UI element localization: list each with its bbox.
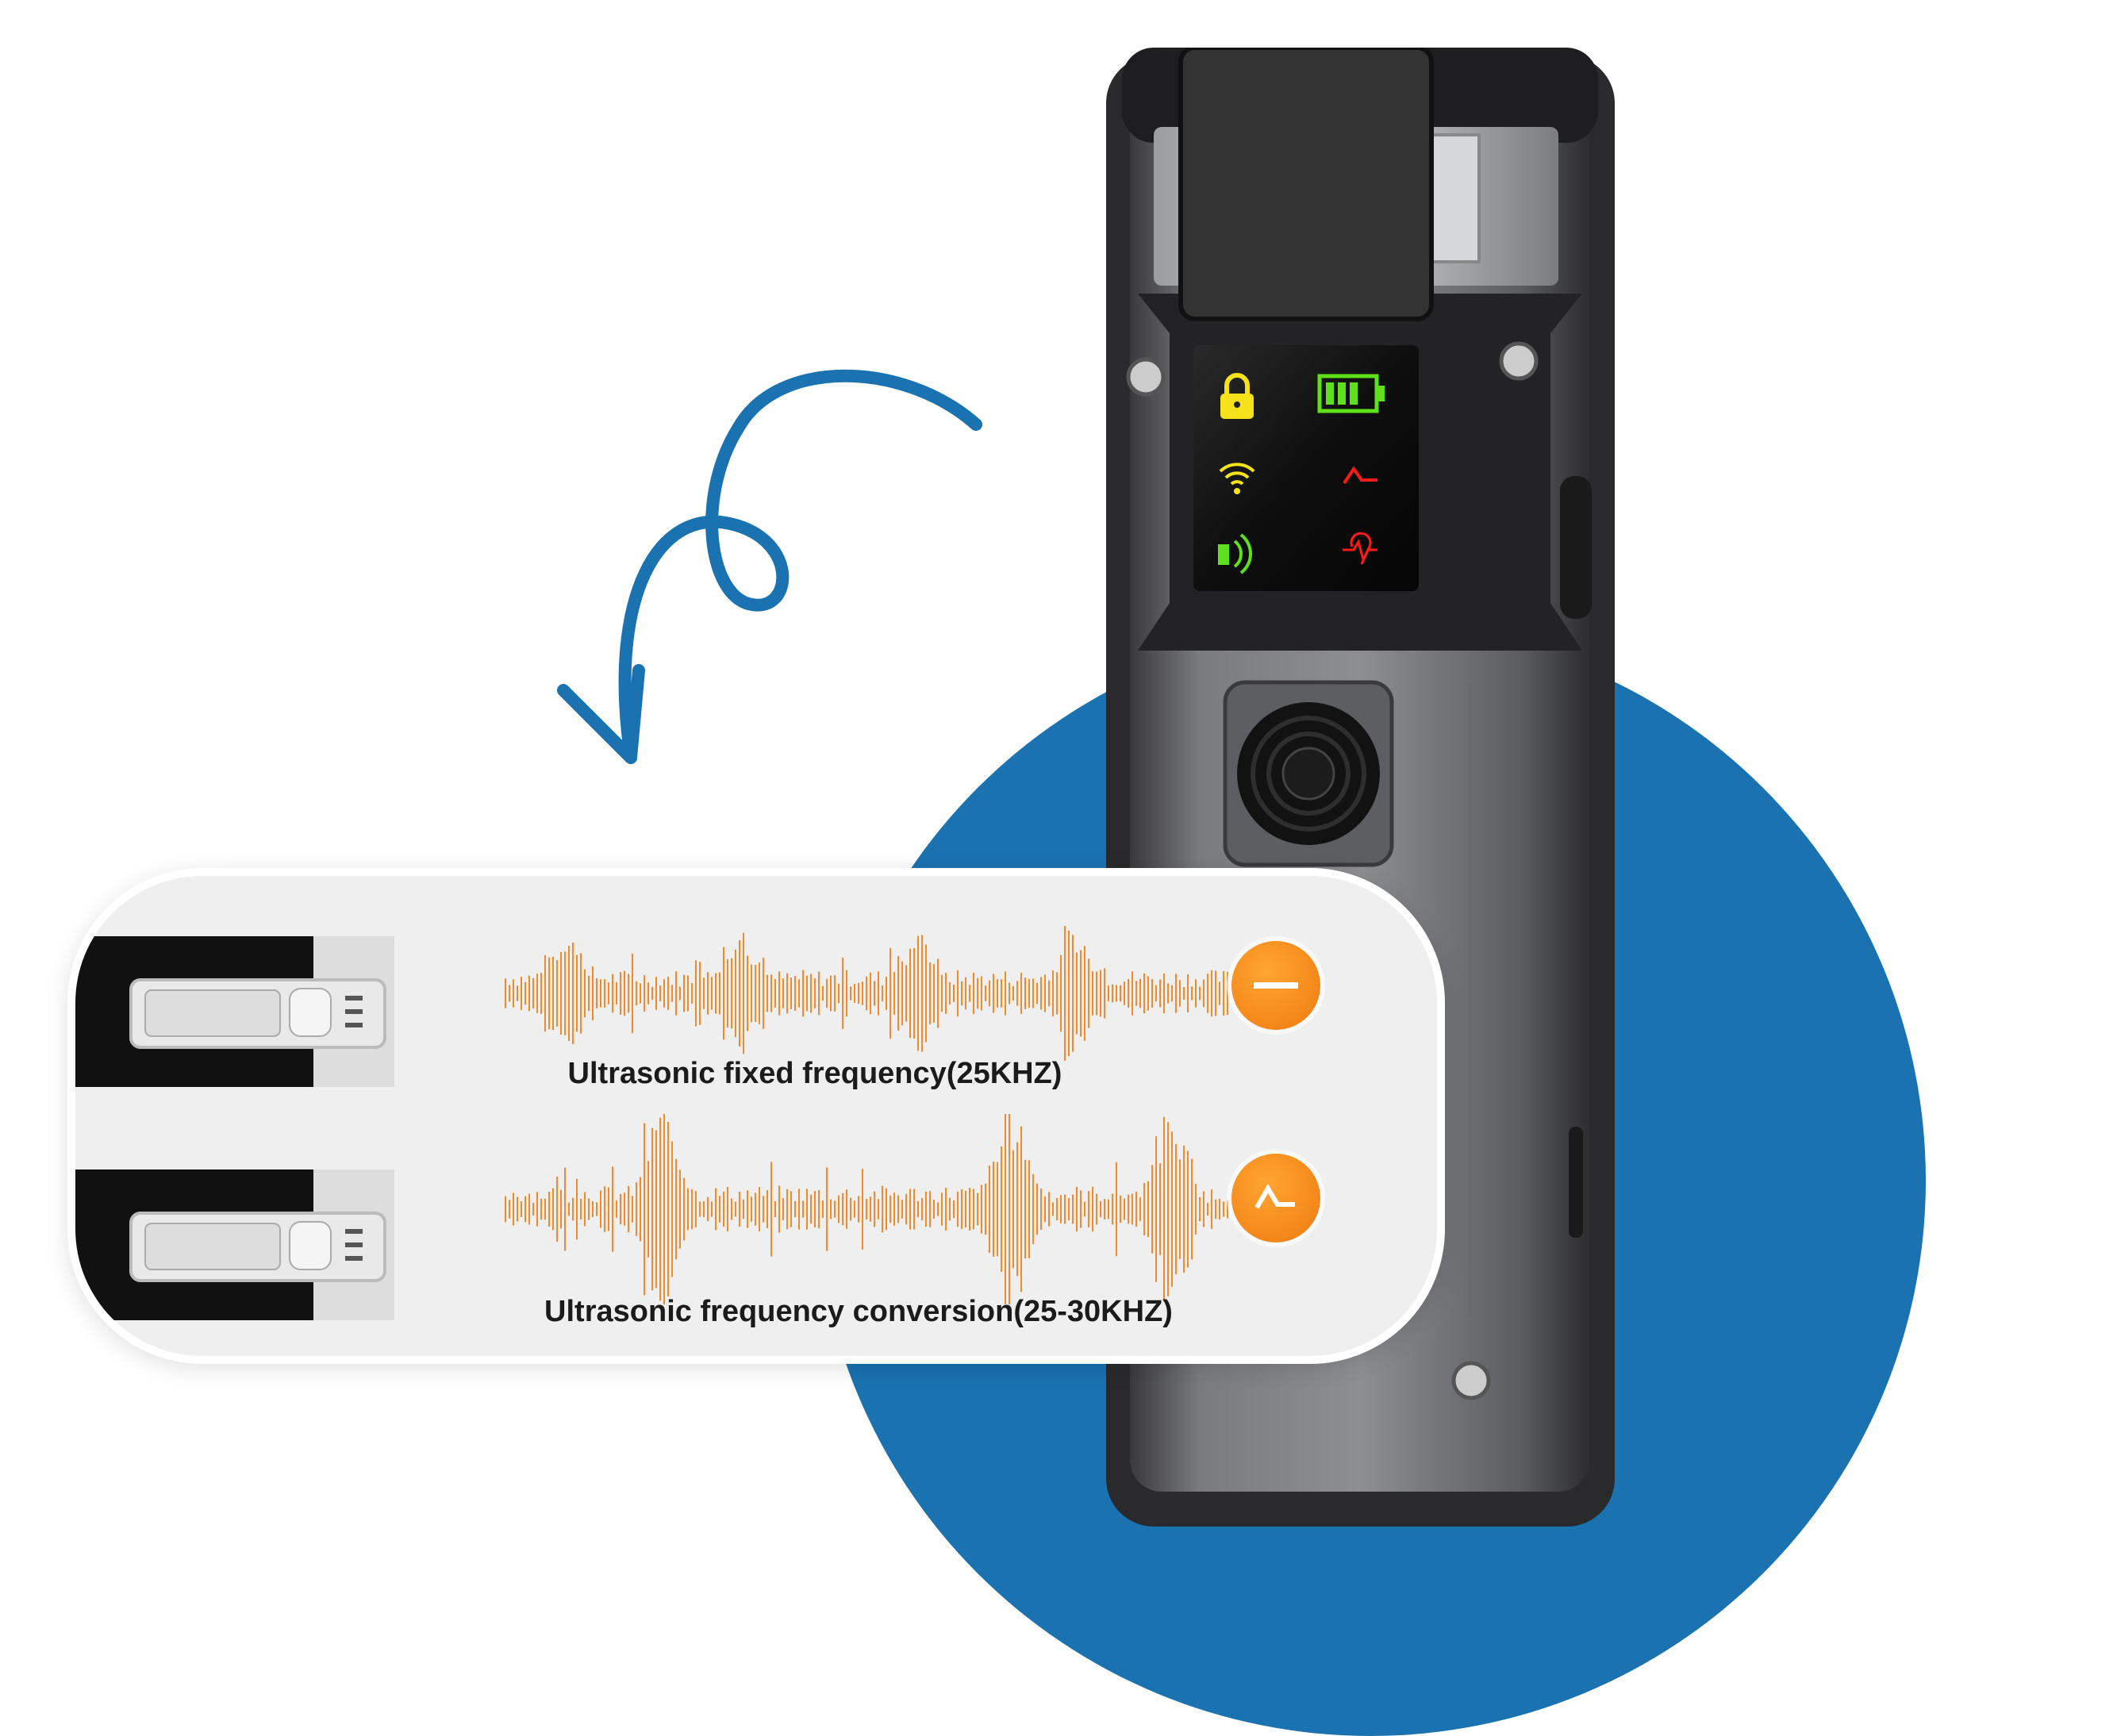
curved-arrow-icon (557, 369, 982, 764)
lock-icon (1220, 373, 1254, 419)
speaker-icon (1218, 533, 1252, 574)
battery-bar (1326, 382, 1334, 405)
minus-icon (1254, 982, 1298, 989)
battery-bar (1350, 382, 1358, 405)
fixed-frequency-mode-button[interactable] (1231, 941, 1320, 1030)
wifi-icon (1219, 463, 1255, 494)
pulse-wave-icon (1254, 1184, 1295, 1209)
device-side-image (75, 936, 394, 1087)
fixed-frequency-label: Ultrasonic fixed frequency(25KHZ) (567, 1057, 1062, 1090)
device-screen (1193, 345, 1419, 591)
frequency-conversion-label: Ultrasonic frequency conversion(25-30KHZ… (544, 1295, 1173, 1328)
device-side-image (75, 1169, 394, 1320)
mode-comparison-card: Ultrasonic fixed frequency(25KHZ) Ultras… (67, 868, 1445, 1364)
heartbeat-icon (1343, 532, 1377, 565)
conversion-frequency-waveform (505, 1114, 1228, 1304)
frequency-conversion-mode-button[interactable] (1231, 1154, 1320, 1242)
fixed-frequency-waveform (505, 926, 1228, 1061)
battery-bar (1338, 382, 1346, 405)
pulse-wave-icon (1343, 466, 1377, 485)
battery-icon (1317, 374, 1385, 413)
